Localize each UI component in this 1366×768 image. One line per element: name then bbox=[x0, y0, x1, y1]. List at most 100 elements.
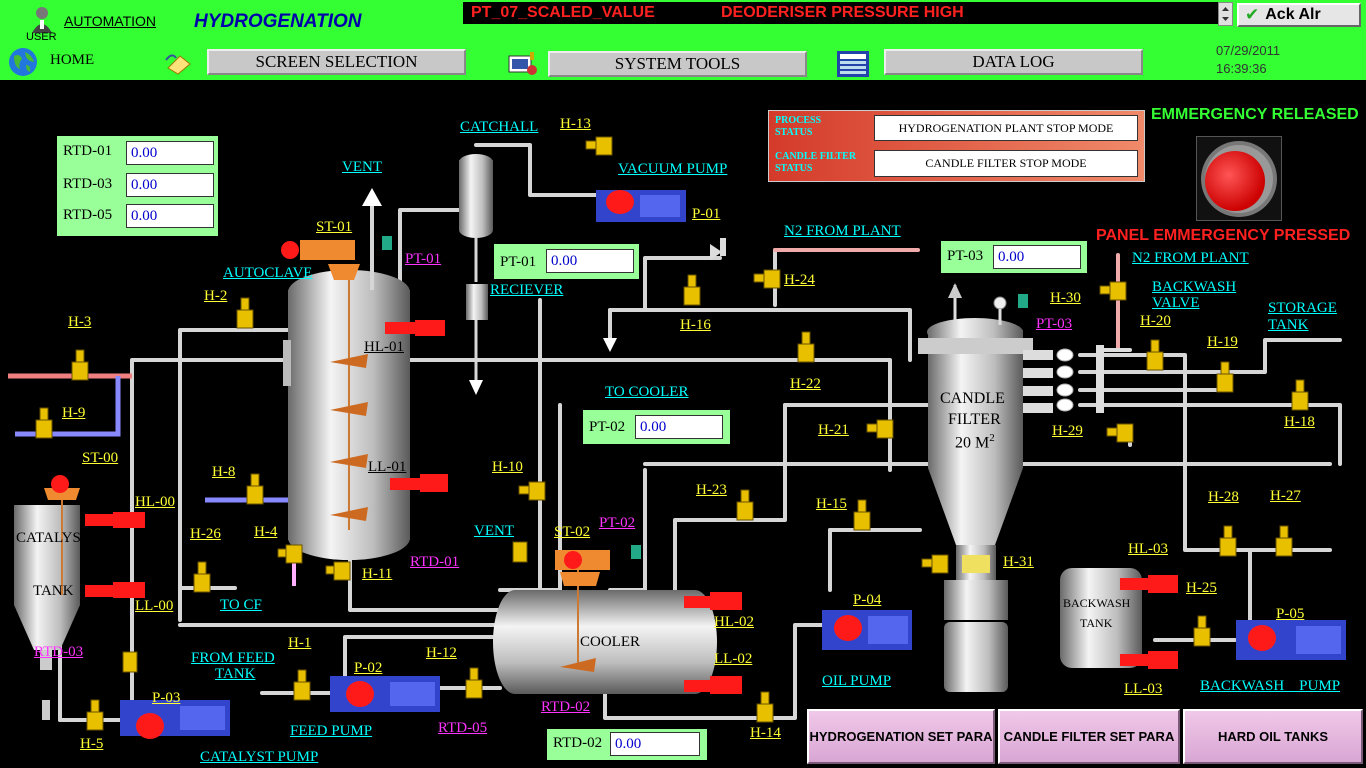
data-log-button[interactable]: DATA LOG bbox=[884, 49, 1143, 75]
h2-tag[interactable]: H-2 bbox=[204, 288, 228, 304]
p03-tag[interactable]: P-03 bbox=[152, 690, 181, 706]
ll01-tag[interactable]: LL-01 bbox=[368, 459, 407, 475]
hl02-tag[interactable]: HL-02 bbox=[714, 614, 754, 630]
h30-tag[interactable]: H-30 bbox=[1050, 290, 1081, 306]
catalyst-tank-label-2: TANK bbox=[33, 583, 74, 599]
process-diagram bbox=[8, 136, 1346, 739]
h28-tag[interactable]: H-28 bbox=[1208, 489, 1239, 505]
h21-tag[interactable]: H-21 bbox=[818, 422, 849, 438]
ack-alarm-button[interactable]: ✔ Ack Alr bbox=[1237, 3, 1361, 27]
h26-tag[interactable]: H-26 bbox=[190, 526, 221, 542]
h1-tag[interactable]: H-1 bbox=[288, 635, 312, 651]
catalyst-pump-label[interactable]: CATALYST PUMP bbox=[200, 749, 319, 765]
date-display: 07/29/2011 bbox=[1216, 43, 1281, 58]
hydrogenation-set-para-button[interactable]: HYDROGENATION SET PARA bbox=[807, 709, 995, 764]
screen-selection-button[interactable]: SCREEN SELECTION bbox=[207, 49, 466, 75]
rtd01-tag[interactable]: RTD-01 bbox=[410, 554, 460, 570]
h14-tag[interactable]: H-14 bbox=[750, 725, 781, 741]
ll02-tag[interactable]: LL-02 bbox=[714, 651, 753, 667]
time-display: 16:39:36 bbox=[1216, 61, 1267, 76]
h23-tag[interactable]: H-23 bbox=[696, 482, 727, 498]
vacuum-pump-label[interactable]: VACUUM PUMP bbox=[618, 161, 728, 177]
hard-oil-tanks-button[interactable]: HARD OIL TANKS bbox=[1183, 709, 1363, 764]
h20-tag[interactable]: H-20 bbox=[1140, 313, 1171, 329]
h10-tag[interactable]: H-10 bbox=[492, 459, 523, 475]
alarm-banner[interactable]: PT_07_SCALED_VALUE DEODERISER PRESSURE H… bbox=[463, 2, 1218, 24]
h25-tag[interactable]: H-25 bbox=[1186, 580, 1217, 596]
p04-tag[interactable]: P-04 bbox=[853, 592, 882, 608]
header-bar: USER AUTOMATION HYDROGENATION HOME SCREE… bbox=[0, 0, 1366, 80]
to-cf-label[interactable]: TO CF bbox=[220, 597, 262, 613]
h22-tag[interactable]: H-22 bbox=[790, 376, 821, 392]
p01-tag[interactable]: P-01 bbox=[692, 206, 721, 222]
candle-filter-set-para-button[interactable]: CANDLE FILTER SET PARA bbox=[998, 709, 1180, 764]
alarm-scrollbar[interactable] bbox=[1218, 2, 1233, 26]
backwash-valve-label-2[interactable]: VALVE bbox=[1152, 295, 1200, 311]
to-cooler-label[interactable]: TO COOLER bbox=[605, 384, 689, 400]
vent-cooler-label[interactable]: VENT bbox=[474, 523, 514, 539]
feed-pump-label[interactable]: FEED PUMP bbox=[290, 723, 373, 739]
storage-tank-label-1[interactable]: STORAGE bbox=[1268, 300, 1337, 316]
h3-tag[interactable]: H-3 bbox=[68, 314, 92, 330]
storage-tank-label-2[interactable]: TANK bbox=[1268, 317, 1309, 333]
tools-icon[interactable] bbox=[507, 50, 539, 78]
h12-tag[interactable]: H-12 bbox=[426, 645, 457, 661]
ll03-tag[interactable]: LL-03 bbox=[1124, 681, 1163, 697]
from-feed-tank-label-1[interactable]: FROM FEED bbox=[191, 650, 275, 666]
h11-tag[interactable]: H-11 bbox=[362, 566, 393, 582]
p05-tag[interactable]: P-05 bbox=[1276, 606, 1305, 622]
globe-icon[interactable] bbox=[8, 47, 38, 77]
h15-tag[interactable]: H-15 bbox=[816, 496, 847, 512]
pt03-tag[interactable]: PT-03 bbox=[1036, 316, 1073, 332]
oil-pump-label[interactable]: OIL PUMP bbox=[822, 673, 892, 689]
h5-tag[interactable]: H-5 bbox=[80, 736, 104, 752]
catchall-vessel bbox=[459, 154, 493, 282]
catchall-label[interactable]: CATCHALL bbox=[460, 119, 539, 135]
ll00-tag[interactable]: LL-00 bbox=[135, 598, 174, 614]
from-feed-tank-label-2[interactable]: TANK bbox=[215, 666, 256, 682]
h8-tag[interactable]: H-8 bbox=[212, 464, 236, 480]
backwash-valve-label-1[interactable]: BACKWASH bbox=[1152, 279, 1237, 295]
hl01-tag[interactable]: HL-01 bbox=[364, 339, 404, 355]
page-title: HYDROGENATION bbox=[194, 11, 362, 32]
st01-tag[interactable]: ST-01 bbox=[316, 219, 353, 235]
autoclave-label[interactable]: AUTOCLAVE bbox=[223, 265, 313, 281]
candle-filter-label-1: CANDLE bbox=[940, 390, 1005, 407]
h18-tag[interactable]: H-18 bbox=[1284, 414, 1315, 430]
h29-tag[interactable]: H-29 bbox=[1052, 423, 1083, 439]
h4-tag[interactable]: H-4 bbox=[254, 524, 278, 540]
data-log-icon[interactable] bbox=[836, 50, 870, 78]
n2-valve-icon bbox=[710, 244, 722, 260]
pt02-tag[interactable]: PT-02 bbox=[599, 515, 636, 531]
st00-tag[interactable]: ST-00 bbox=[82, 450, 119, 466]
rtd02-tag[interactable]: RTD-02 bbox=[541, 699, 591, 715]
home-button[interactable]: HOME bbox=[50, 52, 95, 68]
emergency-button[interactable] bbox=[1196, 136, 1282, 221]
rtd05-tag[interactable]: RTD-05 bbox=[438, 720, 488, 736]
pt01-label: PT-01 bbox=[500, 254, 537, 270]
h24-tag[interactable]: H-24 bbox=[784, 272, 815, 288]
hand-note-icon[interactable] bbox=[164, 50, 192, 76]
user-label: USER bbox=[26, 31, 57, 43]
p02-tag[interactable]: P-02 bbox=[354, 660, 383, 676]
h9-tag[interactable]: H-9 bbox=[62, 405, 86, 421]
system-tools-button[interactable]: SYSTEM TOOLS bbox=[548, 51, 807, 77]
h31-tag[interactable]: H-31 bbox=[1003, 554, 1034, 570]
reciever-label[interactable]: RECIEVER bbox=[490, 282, 564, 298]
rtd03-tag[interactable]: RTD-03 bbox=[34, 644, 84, 660]
h13-tag[interactable]: H-13 bbox=[560, 116, 591, 132]
hl03-tag[interactable]: HL-03 bbox=[1128, 541, 1168, 557]
h27-tag[interactable]: H-27 bbox=[1270, 488, 1301, 504]
st02-tag[interactable]: ST-02 bbox=[554, 524, 591, 540]
h19-tag[interactable]: H-19 bbox=[1207, 334, 1238, 350]
hl00-tag[interactable]: HL-00 bbox=[135, 494, 175, 510]
automation-link[interactable]: AUTOMATION bbox=[64, 13, 157, 29]
pt03-label: PT-03 bbox=[947, 248, 984, 264]
user-icon[interactable] bbox=[30, 5, 54, 33]
backwash-pump-label[interactable]: BACKWASH PUMP bbox=[1200, 678, 1341, 694]
pt01-tag[interactable]: PT-01 bbox=[405, 251, 442, 267]
n2-from-plant-label-2[interactable]: N2 FROM PLANT bbox=[1132, 250, 1249, 266]
n2-from-plant-label-1[interactable]: N2 FROM PLANT bbox=[784, 223, 901, 239]
vent-top-label[interactable]: VENT bbox=[342, 159, 382, 175]
h16-tag[interactable]: H-16 bbox=[680, 317, 711, 333]
